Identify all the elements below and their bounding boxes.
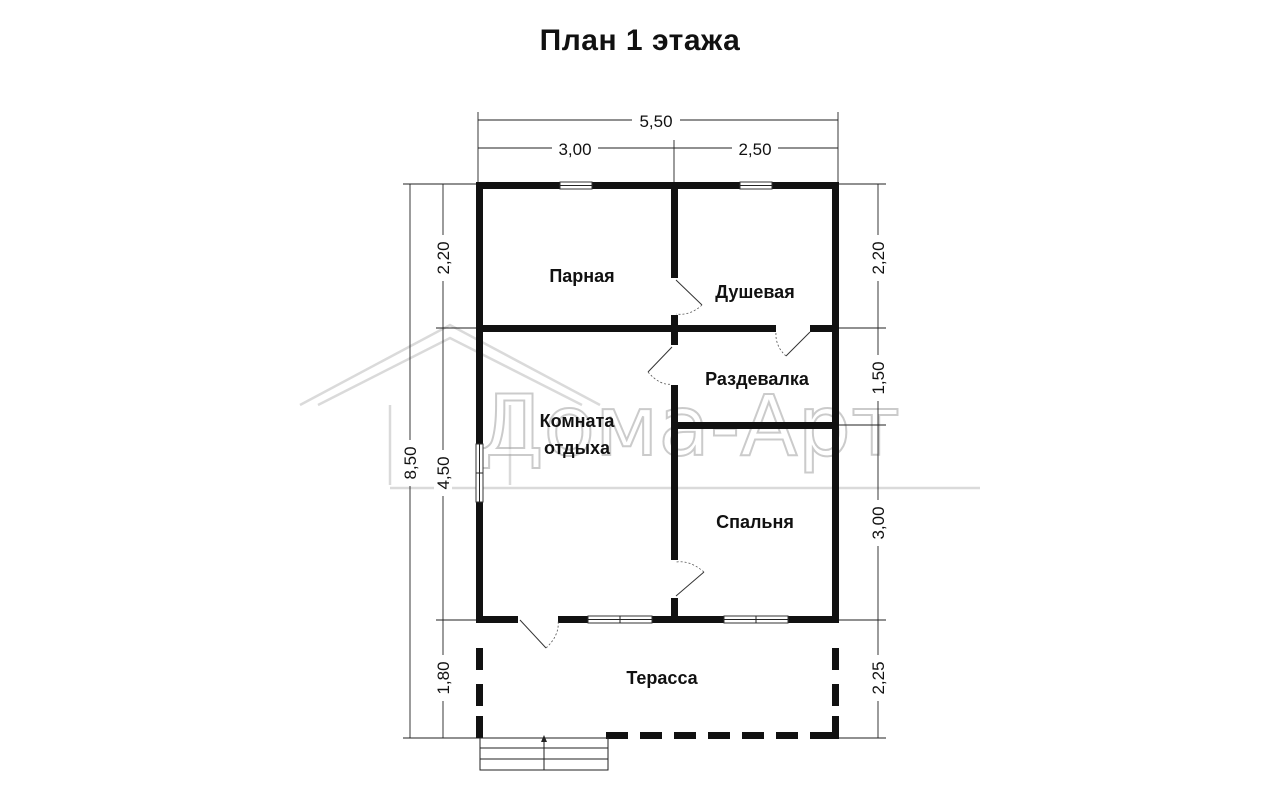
door-dushevaya bbox=[675, 279, 703, 315]
page-title: План 1 этажа bbox=[539, 24, 741, 57]
dim-top-total: 5,50 bbox=[639, 112, 672, 131]
dimensions-right: 2,20 1,50 3,00 2,25 bbox=[836, 183, 888, 739]
windows bbox=[475, 181, 789, 624]
doors bbox=[518, 279, 811, 649]
room-terrasa: Терасса bbox=[626, 668, 698, 688]
room-komnata-line1: Комната bbox=[540, 411, 616, 431]
dim-right-1: 2,20 bbox=[869, 241, 888, 274]
room-spalnya: Спальня bbox=[716, 512, 794, 532]
dim-right-4: 2,25 bbox=[869, 661, 888, 694]
room-komnata-line2: отдыха bbox=[544, 438, 611, 458]
steps bbox=[479, 735, 609, 771]
room-labels: Парная Душевая Раздевалка Комната отдыха… bbox=[540, 266, 810, 688]
door-razdevalka-left bbox=[647, 346, 673, 385]
door-razdevalka-right bbox=[775, 331, 811, 357]
room-razdevalka: Раздевалка bbox=[705, 369, 810, 389]
dim-left-bottom: 1,80 bbox=[434, 661, 453, 694]
walls bbox=[476, 182, 839, 623]
dim-right-3: 3,00 bbox=[869, 506, 888, 539]
dim-right-2: 1,50 bbox=[869, 361, 888, 394]
dim-top-right: 2,50 bbox=[738, 140, 771, 159]
door-spalnya bbox=[675, 561, 705, 597]
dim-left-inner: 4,50 bbox=[434, 456, 453, 489]
room-parnaya: Парная bbox=[549, 266, 614, 286]
arrow-up-icon bbox=[541, 735, 547, 742]
terrace bbox=[476, 648, 839, 739]
dim-left-total: 8,50 bbox=[401, 446, 420, 479]
door-entry bbox=[518, 616, 559, 649]
dim-left-top: 2,20 bbox=[434, 241, 453, 274]
room-dushevaya: Душевая bbox=[715, 282, 794, 302]
dim-top-left: 3,00 bbox=[558, 140, 591, 159]
dimensions-left: 8,50 2,20 4,50 1,80 bbox=[401, 183, 480, 739]
dimensions-top: 5,50 3,00 2,50 bbox=[477, 111, 839, 190]
